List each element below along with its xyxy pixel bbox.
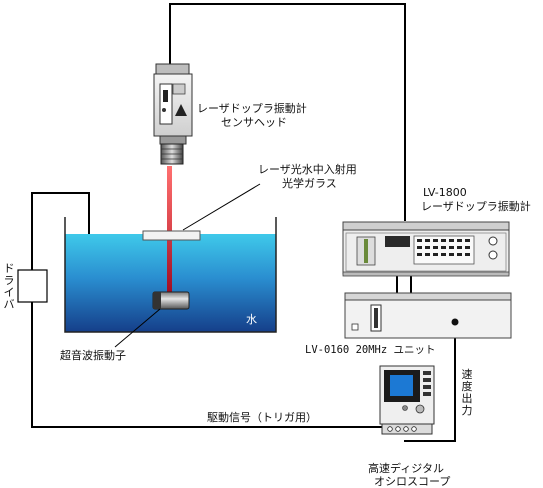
sensor-head-label-line1: レーザドップラ振動計 [197, 102, 307, 115]
drive-signal-label: 駆動信号（トリガ用） [207, 411, 317, 424]
sensor-head [153, 63, 193, 165]
optical-glass [142, 230, 201, 241]
lv1800-vibrometer [342, 221, 510, 277]
glass-label-line1: レーザ光水中入射用 [258, 163, 357, 176]
sensor-cable [169, 3, 406, 221]
drive-signal-cable [31, 302, 384, 428]
lv0160-unit [344, 292, 512, 339]
oscilloscope [379, 365, 435, 435]
laser-beam [167, 166, 172, 293]
oscilloscope-label-line1: 高速ディジタル [368, 462, 445, 475]
sensor-head-label-line2: センサヘッド [221, 116, 287, 129]
unit-label: LV-0160 20MHz ユニット [305, 344, 436, 356]
water-tank [64, 217, 277, 333]
glass-label-line2: 光学ガラス [282, 177, 337, 190]
ultrasonic-transducer [152, 291, 190, 310]
lv1800-label-line1: LV-1800 [423, 186, 467, 199]
oscilloscope-label-line2: オシロスコープ [374, 475, 451, 488]
transducer-label: 超音波振動子 [60, 349, 126, 362]
transducer-leader [114, 308, 161, 348]
driver-box [17, 269, 48, 303]
glass-leader [182, 183, 261, 231]
driver-label: ドライバ [3, 262, 15, 311]
velocity-output-label: 速度出力 [461, 368, 473, 417]
velocity-output-cable [404, 322, 456, 442]
water-label: 水 [246, 313, 257, 326]
lv1800-label-line2: レーザドップラ振動計 [421, 200, 531, 213]
